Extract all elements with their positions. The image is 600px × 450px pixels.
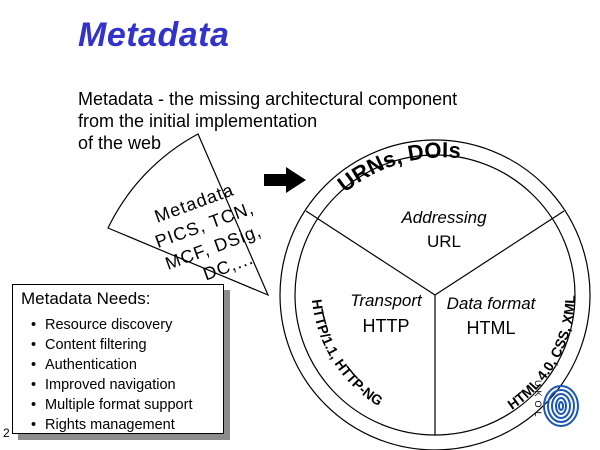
sector-addressing-value: URL [427, 232, 461, 251]
ring-label-top: URNs, DOIs [333, 137, 462, 197]
list-item: • Resource discovery [31, 315, 192, 335]
ring-label-left-text: HTTP/1.1, HTTP-NG [309, 298, 386, 409]
list-item: • Content filtering [31, 335, 192, 355]
logo-text: UKOL [533, 380, 543, 421]
list-item-text: Content filtering [45, 337, 147, 353]
intro-line: Metadata - the missing architectural com… [78, 89, 458, 109]
list-item-text: Rights management [45, 417, 175, 433]
list-item: • Multiple format support [31, 395, 192, 415]
list-item-text: Authentication [45, 357, 137, 373]
bullet-icon: • [31, 337, 37, 353]
list-item-text: Multiple format support [45, 397, 193, 413]
sector-addressing-heading: Addressing [400, 208, 487, 227]
slide-title: Metadata [78, 16, 230, 54]
list-item: • Rights management [31, 415, 192, 435]
bullet-icon: • [31, 397, 37, 413]
sector-data-format-heading: Data format [447, 294, 537, 313]
list-item: • Authentication [31, 355, 192, 375]
list-item: • Improved navigation [31, 375, 192, 395]
bullet-icon: • [31, 377, 37, 393]
metadata-needs-box: Metadata Needs: • Resource discovery • Con… [12, 284, 224, 434]
sector-transport-value: HTTP [363, 316, 410, 336]
intro-line: of the web [78, 133, 162, 153]
sector-divider [434, 210, 565, 296]
sector-transport-heading: Transport [350, 291, 423, 310]
bullet-icon: • [31, 417, 37, 433]
arrow-icon [264, 167, 306, 193]
list-item-text: Resource discovery [45, 317, 173, 333]
outer-ring [279, 139, 591, 450]
sector-data-format-value: HTML [467, 318, 516, 338]
metadata-wedge [107, 133, 270, 297]
list-item-text: Improved navigation [45, 377, 176, 393]
ukoln-swirl-logo: UKOL [533, 380, 579, 427]
intro-line: from the initial implementation [78, 111, 318, 131]
sector-divider [305, 210, 436, 296]
needs-list: • Resource discovery • Content filtering •… [31, 315, 192, 435]
intro-text: Metadata - the missing architectural com… [78, 88, 457, 154]
ring-label-top-text: URNs, DOIs [333, 137, 462, 197]
bullet-icon: • [31, 317, 37, 333]
ring-label-left: HTTP/1.1, HTTP-NG [309, 298, 386, 409]
bullet-icon: • [31, 357, 37, 373]
needs-title: Metadata Needs: [21, 289, 151, 308]
slide-number: 2 [3, 426, 10, 440]
